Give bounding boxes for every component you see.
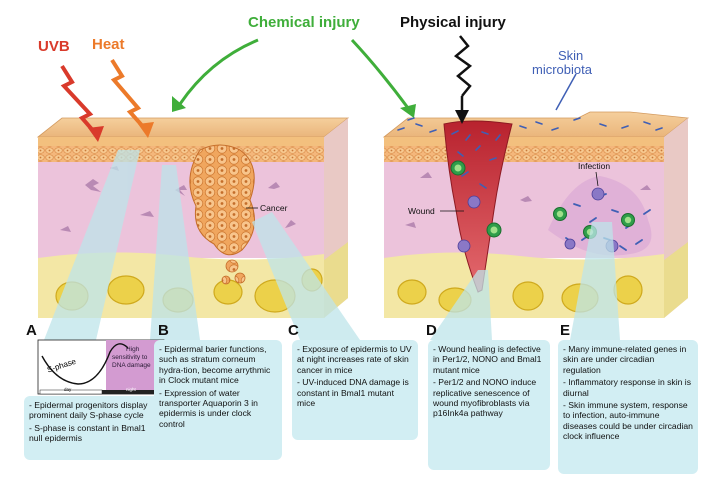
cancer-label: Cancer — [260, 203, 288, 213]
panel-letter-a: A — [26, 322, 37, 339]
panel-d-box: - Wound healing is defective in Per1/2, … — [428, 340, 550, 470]
panel-b-item: - Expression of water transporter Aquapo… — [159, 387, 258, 429]
uvb-arrow — [60, 64, 104, 142]
chemical-arrows — [172, 38, 416, 118]
right-fibroblasts — [405, 172, 651, 228]
right-epidermis — [384, 146, 664, 162]
metastatic-cells — [221, 259, 246, 285]
panel-letter-b: B — [158, 322, 169, 339]
panel-c-box: - Exposure of epidermis to UV at night i… — [292, 340, 418, 440]
high-sensitivity-line2: sensitivity to — [112, 354, 148, 361]
panel-d-item: - Wound healing is defective in Per1/2, … — [433, 344, 542, 375]
uvb-label: UVB — [38, 38, 70, 55]
left-stratum-corneum — [38, 137, 324, 146]
day-label: day — [64, 387, 72, 392]
chemical-injury-label: Chemical injury — [248, 14, 360, 31]
high-sensitivity-line3: DNA damage — [112, 362, 151, 369]
right-skin-surface — [382, 111, 690, 138]
panel-a-box: - Epidermal progenitors display prominen… — [24, 396, 164, 460]
panel-letter-e: E — [560, 322, 571, 339]
physical-arrow — [453, 35, 473, 124]
panel-letter-d: D — [426, 322, 437, 339]
heat-label: Heat — [92, 36, 125, 53]
microbiota-pointer — [555, 73, 577, 111]
skin-microbiota-label-line1: Skin — [558, 48, 584, 63]
surface-microbiota — [397, 117, 663, 133]
panel-a-item: - S-phase is constant in Bmal1 null epid… — [29, 422, 146, 444]
infection-label: Infection — [578, 161, 611, 171]
heat-arrow — [110, 58, 154, 138]
panel-e-box: - Many immune-related genes in skin are … — [558, 340, 698, 474]
panel-b-item: - Epidermal barier functions, such as st… — [159, 344, 271, 386]
panel-b-box: - Epidermal barier functions, such as st… — [154, 340, 282, 460]
cancer-tumor — [189, 144, 255, 256]
panel-e-item: - Inflammatory response in skin is diurn… — [563, 377, 691, 398]
left-epidermis — [38, 146, 324, 162]
panel-c-item: - UV-induced DNA damage is constant in B… — [297, 377, 409, 409]
skin-microbiota-label-line2: microbiota — [532, 62, 592, 77]
panel-a-item: - Epidermal progenitors display prominen… — [29, 400, 148, 421]
panel-c-item: - Exposure of epidermis to UV at night i… — [297, 344, 412, 375]
infection-area — [548, 176, 652, 256]
panel-e-item: - Skin immune system, response to infect… — [563, 400, 693, 442]
panel-d-item: - Per1/2 and NONO induce replicative sen… — [433, 377, 537, 419]
left-fibroblasts — [60, 166, 296, 232]
physical-injury-label: Physical injury — [400, 14, 506, 31]
callout-beams — [44, 150, 620, 340]
wound-label: Wound — [408, 206, 435, 216]
night-bar — [102, 390, 164, 394]
s-phase-curve — [41, 343, 129, 385]
night-label: night — [126, 387, 136, 392]
high-sensitivity-line1: High — [126, 346, 140, 353]
panel-letter-c: C — [288, 322, 299, 339]
panel-e-item: - Many immune-related genes in skin are … — [563, 344, 687, 375]
infection-bacteria — [559, 193, 651, 251]
